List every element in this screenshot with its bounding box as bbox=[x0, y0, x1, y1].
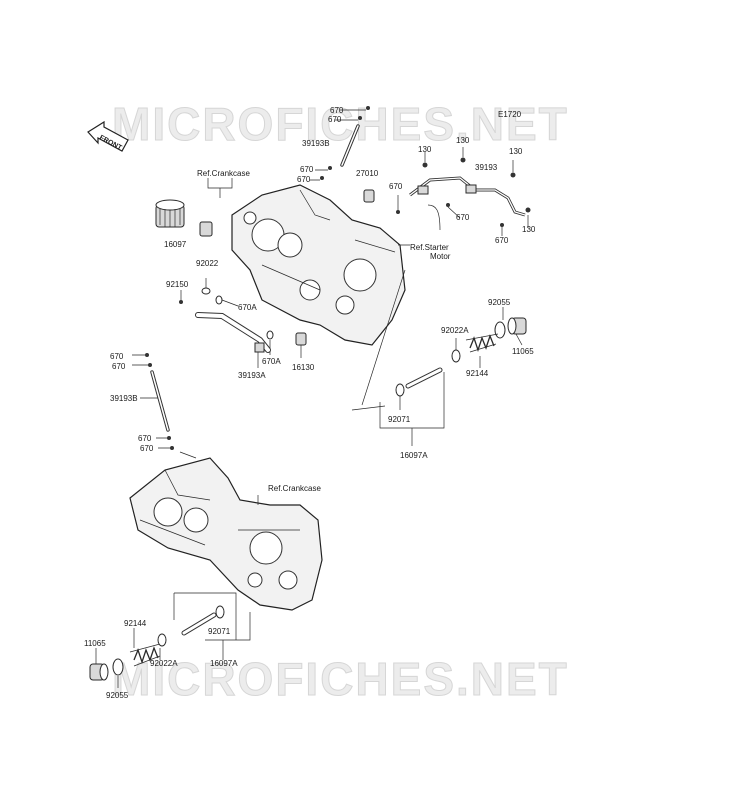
label-16097a: 16097A bbox=[210, 659, 238, 668]
filter-fitting bbox=[199, 221, 213, 237]
label-92144: 92144 bbox=[124, 619, 147, 628]
label-670a: 670A bbox=[262, 357, 281, 366]
oil-filter-16097 bbox=[155, 199, 185, 228]
label-92022: 92022 bbox=[196, 259, 219, 268]
oil-pipe-39193b-top bbox=[310, 106, 370, 181]
label-670: 670 bbox=[389, 182, 403, 191]
label-130: 130 bbox=[418, 145, 432, 154]
fitting-27010 bbox=[363, 189, 375, 203]
part-labels: 670 670 39193B 670 670 27010 670 130 130… bbox=[84, 106, 536, 700]
part-16130 bbox=[295, 332, 307, 346]
label-92055: 92055 bbox=[488, 298, 511, 307]
label-670: 670 bbox=[138, 434, 152, 443]
label-670: 670 bbox=[110, 352, 124, 361]
label-670: 670 bbox=[495, 236, 509, 245]
label-670: 670 bbox=[300, 165, 314, 174]
label-92071: 92071 bbox=[388, 415, 411, 424]
label-670a: 670A bbox=[238, 303, 257, 312]
label-670: 670 bbox=[112, 362, 126, 371]
ref-starter-label-1: Ref.Starter bbox=[410, 243, 449, 252]
label-130: 130 bbox=[522, 225, 536, 234]
label-670: 670 bbox=[330, 106, 344, 115]
label-16130: 16130 bbox=[292, 363, 315, 372]
relief-valve-group-top bbox=[351, 269, 527, 446]
oil-pipe-39193b-left bbox=[132, 353, 197, 459]
label-16097a: 16097A bbox=[400, 451, 428, 460]
label-130: 130 bbox=[509, 147, 523, 156]
label-670: 670 bbox=[328, 115, 342, 124]
oil-pipe-39193a bbox=[195, 312, 271, 368]
lower-crankcase bbox=[129, 457, 323, 611]
label-130: 130 bbox=[456, 136, 470, 145]
label-92022a: 92022A bbox=[150, 659, 178, 668]
diagram-code: E1720 bbox=[498, 110, 522, 119]
label-16097: 16097 bbox=[164, 240, 187, 249]
label-670: 670 bbox=[140, 444, 154, 453]
small-parts-left bbox=[179, 278, 274, 355]
label-92144: 92144 bbox=[466, 369, 489, 378]
label-39193a: 39193A bbox=[238, 371, 266, 380]
label-92071: 92071 bbox=[208, 627, 231, 636]
label-92150: 92150 bbox=[166, 280, 189, 289]
upper-crankcase bbox=[231, 184, 406, 346]
label-39193b: 39193B bbox=[302, 139, 330, 148]
ref-starter-motor: Ref.Starter Motor bbox=[398, 204, 451, 261]
label-11065: 11065 bbox=[84, 639, 106, 648]
ref-crankcase-top: Ref.Crankcase bbox=[197, 169, 250, 198]
watermark-bottom: MICROFICHES.NET bbox=[112, 653, 569, 705]
label-92055: 92055 bbox=[106, 691, 129, 700]
ref-crankcase-bottom: Ref.Crankcase bbox=[257, 484, 321, 505]
ref-crankcase-bottom-label: Ref.Crankcase bbox=[268, 484, 321, 493]
ref-crankcase-top-label: Ref.Crankcase bbox=[197, 169, 250, 178]
oil-pipe-39193 bbox=[396, 147, 531, 236]
ref-starter-label-2: Motor bbox=[430, 252, 451, 261]
label-39193: 39193 bbox=[475, 163, 498, 172]
label-670: 670 bbox=[456, 213, 470, 222]
label-27010: 27010 bbox=[356, 169, 379, 178]
label-39193b: 39193B bbox=[110, 394, 138, 403]
label-92022a: 92022A bbox=[441, 326, 469, 335]
label-670: 670 bbox=[297, 175, 311, 184]
watermark-top: MICROFICHES.NET bbox=[112, 98, 569, 150]
relief-valve-group-bottom bbox=[89, 592, 251, 688]
label-11065: 11065 bbox=[512, 347, 534, 356]
